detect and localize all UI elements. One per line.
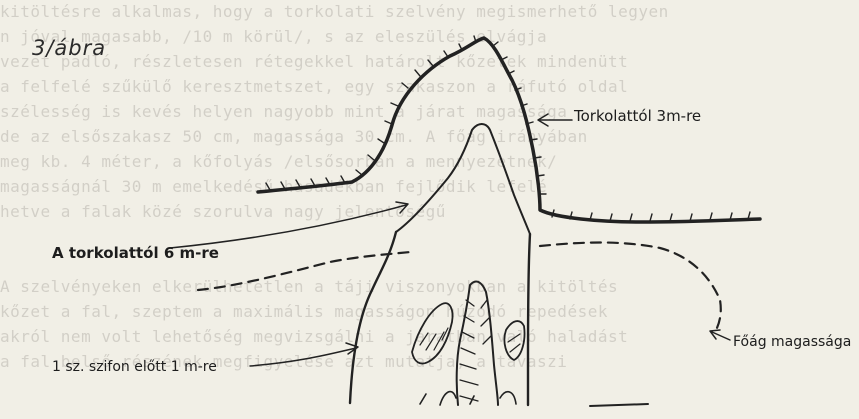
- main-branch-height-dashed-left: [198, 252, 410, 290]
- leader-arrow-foag: [712, 332, 730, 340]
- leader-arrow-szifon: [250, 348, 356, 366]
- profile-6m-outline: [396, 124, 530, 234]
- right-chamber-outline: [504, 321, 524, 360]
- label-torkolat-3m: Torkolattól 3m-re: [574, 107, 701, 125]
- main-branch-height-dashed-right: [540, 243, 721, 331]
- label-szifon: 1 sz. szifon előtt 1 m-re: [52, 359, 217, 375]
- label-foag-magassaga: Főág magassága: [733, 334, 851, 350]
- left-chamber-outline: [412, 303, 453, 363]
- profile-szifon-outline: [350, 232, 530, 405]
- profile-3m-hatching: [266, 36, 750, 221]
- inner-pillar-left: [457, 281, 498, 405]
- leader-arrow-6m: [170, 205, 406, 248]
- label-torkolat-6m: A torkolattól 6 m-re: [52, 244, 219, 262]
- profile-3m-outline: [258, 38, 760, 222]
- stray-mark: [590, 404, 648, 406]
- right-chamber-hatch: [508, 334, 520, 352]
